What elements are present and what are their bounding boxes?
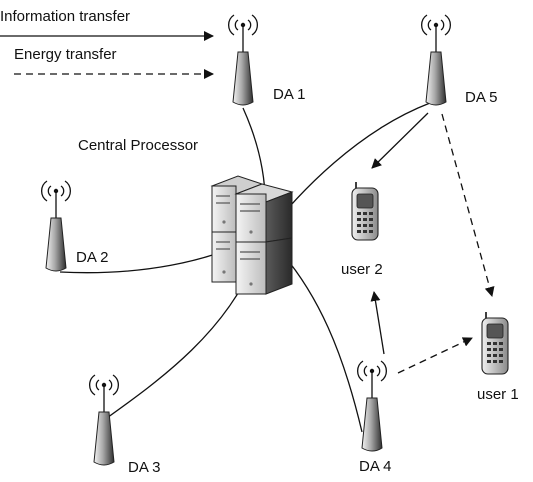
- antenna-da3-label: DA 3: [128, 459, 161, 476]
- legend: Information transfer Energy transfer: [0, 8, 214, 79]
- antenna-da2: DA 2: [41, 180, 109, 272]
- user1-phone-icon: [481, 312, 509, 375]
- antenna-da3-icon: [89, 374, 119, 466]
- user2-phone-icon: [351, 182, 379, 241]
- antenna-da4: DA 4: [357, 360, 392, 475]
- transfer-arrows: [370, 112, 495, 374]
- info-arrow-da5-user2: [371, 112, 429, 169]
- legend-energy-label: Energy transfer: [14, 46, 117, 63]
- antenna-da3: DA 3: [89, 374, 161, 476]
- energy-arrow-da4-user1: [397, 337, 473, 374]
- central-processor-icon: [210, 175, 294, 295]
- energy-arrow-da5-user1: [441, 113, 495, 297]
- antenna-da4-icon: [357, 360, 387, 452]
- antenna-da1-label: DA 1: [273, 86, 306, 103]
- antenna-da5-label: DA 5: [465, 89, 498, 106]
- antenna-da5-icon: [421, 14, 451, 106]
- antenna-da5: DA 5: [421, 14, 498, 106]
- user1-label: user 1: [477, 386, 519, 403]
- user1: user 1: [477, 312, 519, 403]
- antenna-da1: DA 1: [228, 14, 306, 106]
- info-arrow-da4-user2: [370, 291, 385, 355]
- central-processor-label: Central Processor: [78, 137, 198, 154]
- antenna-da2-icon: [41, 180, 71, 272]
- antenna-da1-icon: [228, 14, 258, 106]
- antenna-da2-label: DA 2: [76, 249, 109, 266]
- legend-information-label: Information transfer: [0, 8, 130, 25]
- antenna-da4-label: DA 4: [359, 458, 392, 475]
- user2: user 2: [341, 182, 383, 278]
- user2-label: user 2: [341, 261, 383, 278]
